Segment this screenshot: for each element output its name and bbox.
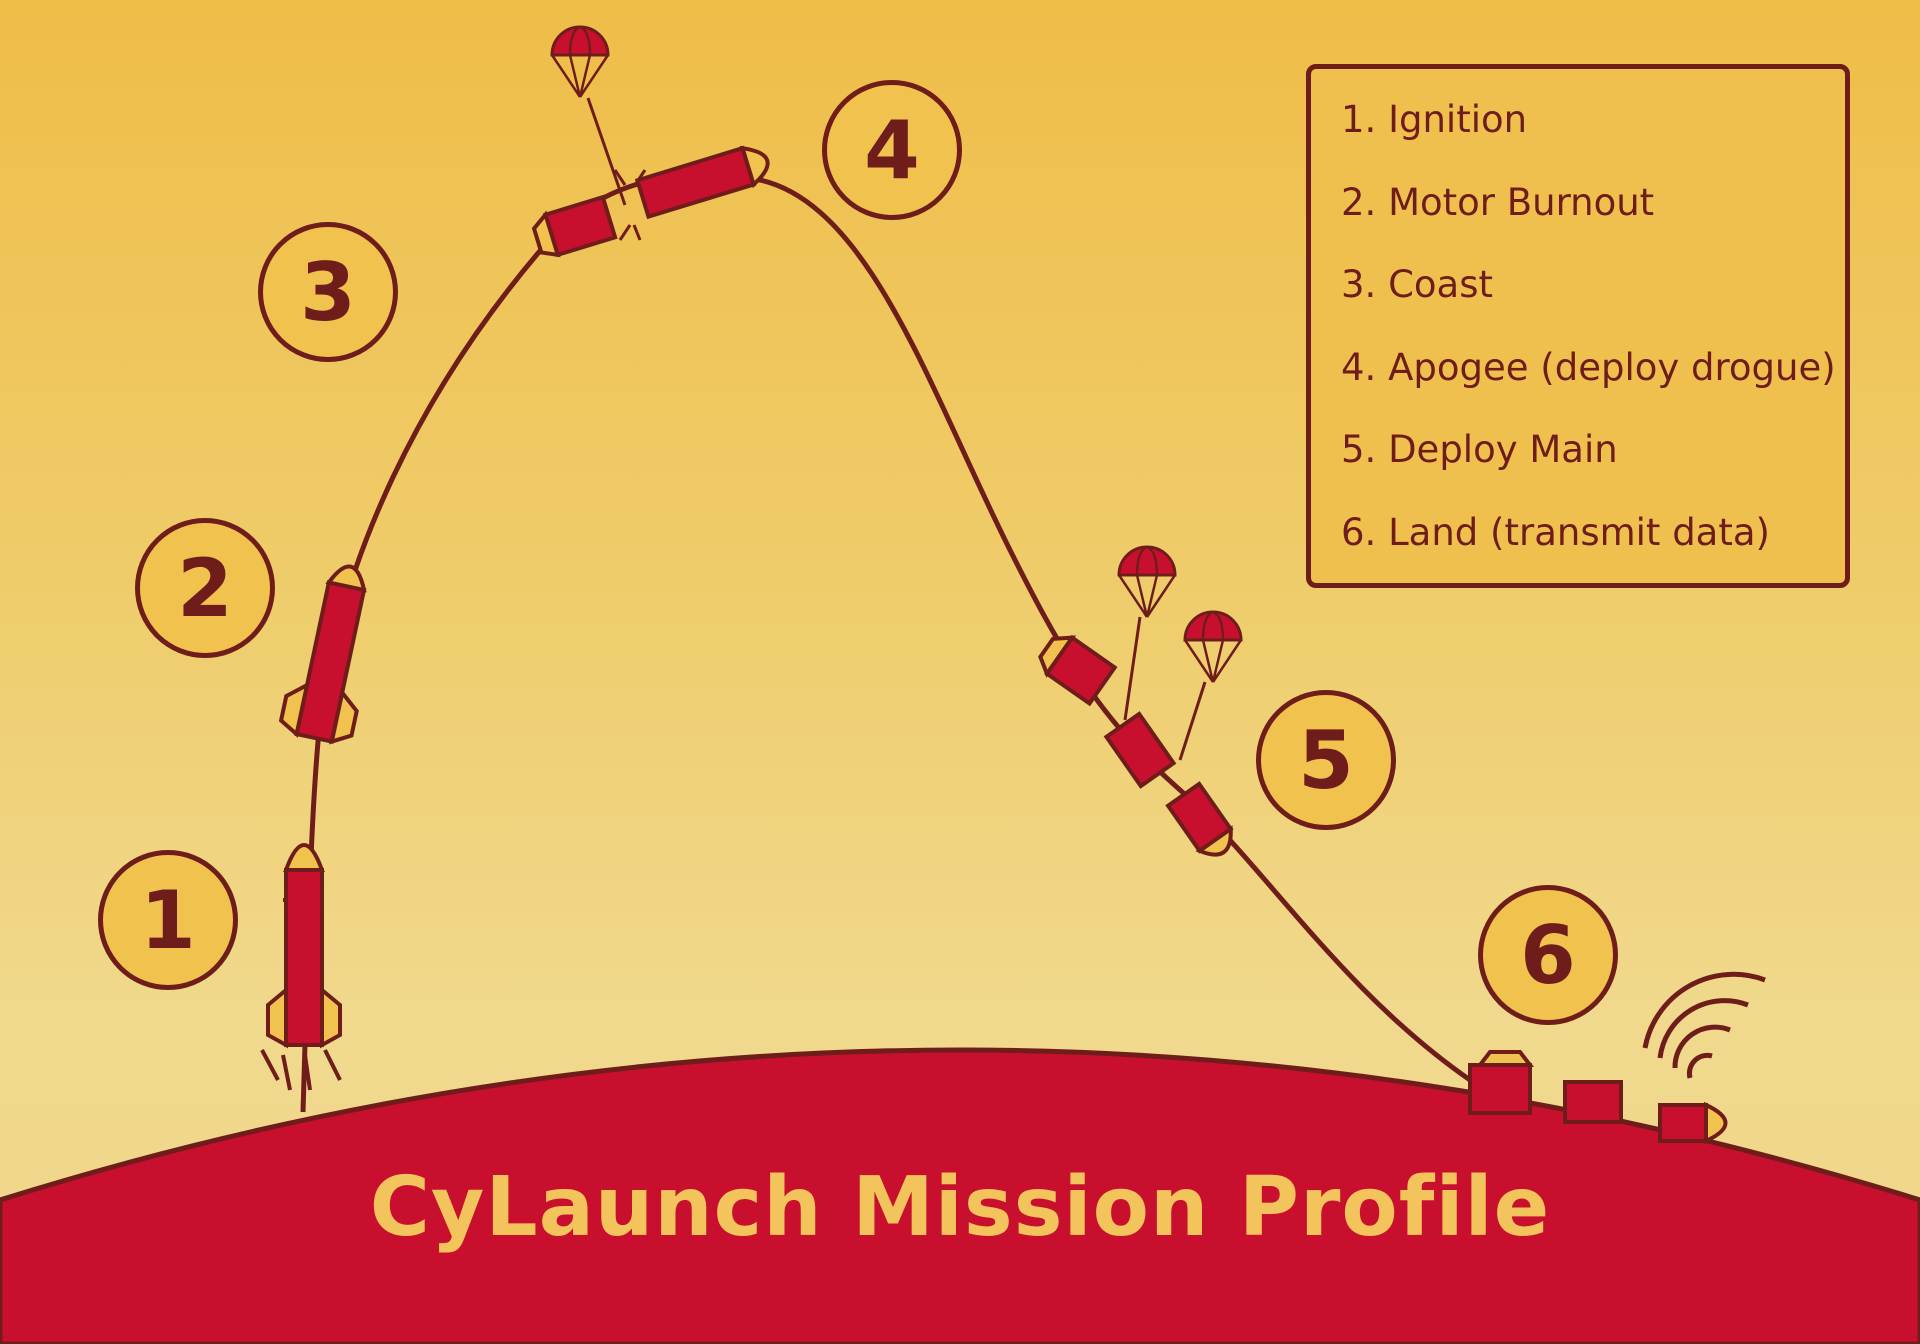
rocket-main-deploy [1038,545,1243,857]
legend-item-coast: 3. Coast [1341,263,1493,306]
legend-item-apogee: 4. Apogee (deploy drogue) [1341,345,1836,389]
ground [0,1047,1920,1344]
legend-item-deploy-main: 5. Deploy Main [1341,428,1618,471]
stage-number-3: 3 [258,222,398,362]
page-title: CyLaunch Mission Profile [369,1160,1551,1255]
stage-number-5: 5 [1256,690,1396,830]
signal-icon [1642,971,1766,1079]
flight-path [300,172,1472,1113]
legend-item-motor-burnout: 2. Motor Burnout [1341,180,1655,224]
rocket-ignition [260,843,342,1091]
rocket-burnout [278,564,367,745]
legend-box: 1. Ignition 2. Motor Burnout 3. Coast 4.… [1306,64,1850,588]
legend-item-land: 6. Land (transmit data) [1341,510,1770,554]
stage-number-4: 4 [822,80,962,220]
stage-number-6: 6 [1478,885,1618,1025]
rocket-apogee [531,25,770,258]
rocket-landed [1468,1050,1728,1145]
stage-number-1: 1 [98,850,238,990]
legend-item-ignition: 1. Ignition [1341,98,1528,141]
stage-number-2: 2 [135,518,275,658]
